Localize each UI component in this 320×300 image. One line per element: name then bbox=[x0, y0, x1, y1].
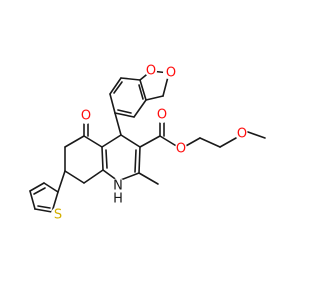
hydrogen-on-nitrogen: H bbox=[113, 192, 123, 207]
dihydropyridine-ring bbox=[101, 112, 141, 182]
oxygen-ester-single: O bbox=[176, 142, 186, 157]
thiophene-ring bbox=[29, 182, 59, 213]
cyclohexanone-ring bbox=[64, 135, 104, 184]
structure-diagram: O O O O O O N H S bbox=[29, 64, 266, 223]
oxygen-dioxole-right: O bbox=[166, 66, 176, 81]
oxygen-dioxole-top: O bbox=[146, 64, 156, 79]
nitrogen-ring: N bbox=[113, 179, 123, 194]
methoxyethyl-chain bbox=[183, 131, 266, 148]
thiophene-link-bond bbox=[57, 170, 66, 193]
oxygen-ester-carbonyl: O bbox=[157, 108, 167, 123]
molecule-canvas: O O O O O O N H S bbox=[29, 64, 266, 223]
sulfur-thiophene: S bbox=[54, 208, 62, 223]
oxygen-ether: O bbox=[237, 127, 247, 142]
oxygen-ketone: O bbox=[81, 109, 91, 124]
methyl-bond bbox=[138, 172, 159, 185]
benzodioxole-benzene-ring bbox=[109, 77, 147, 118]
